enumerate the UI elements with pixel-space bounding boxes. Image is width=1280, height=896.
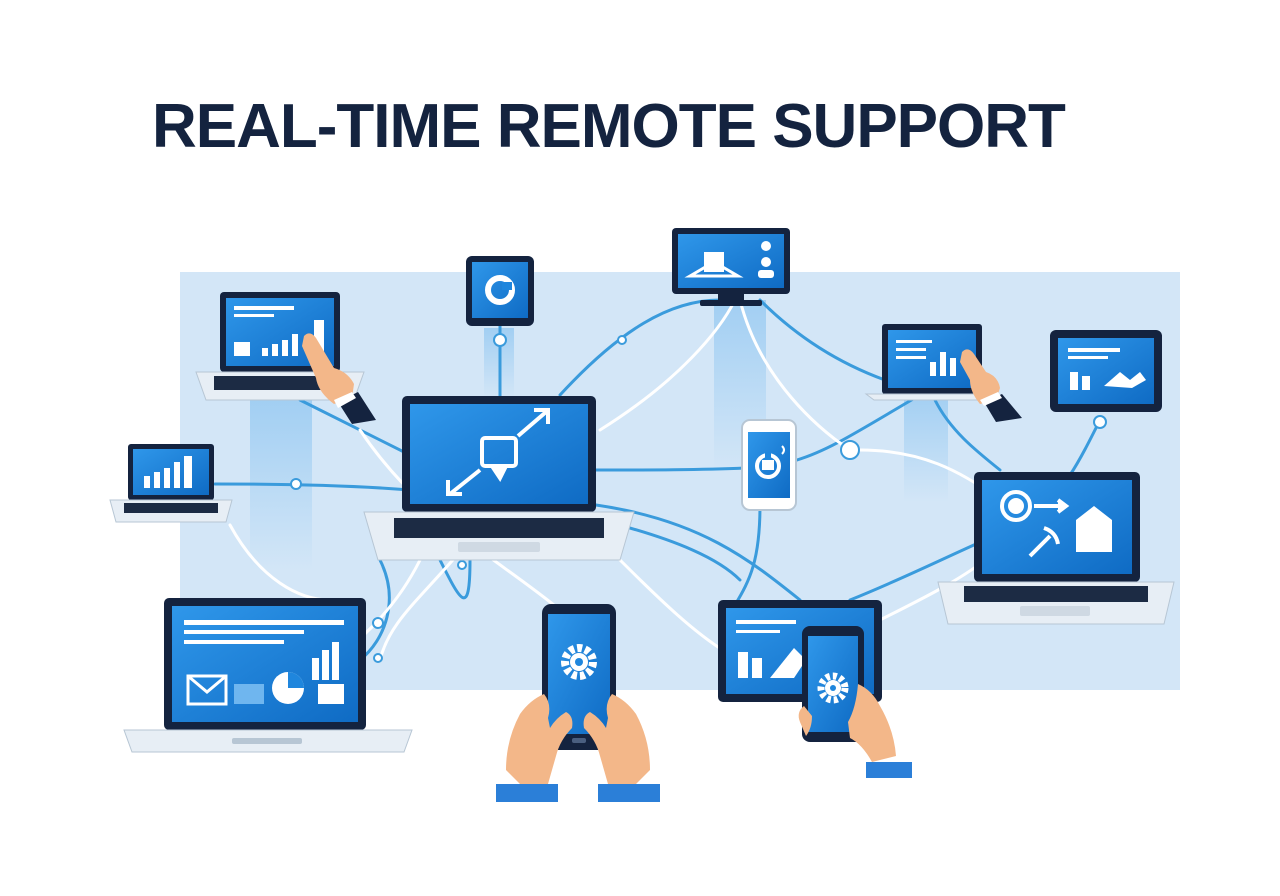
holding-hand-icon [798,684,912,778]
pointing-hand-icon [960,349,1022,422]
bar-chart-icon [234,306,324,356]
laptop-bottom-left [123,598,413,753]
remote-connect-icon [446,408,550,496]
page-title: REAL-TIME REMOTE SUPPORT [152,92,1066,161]
laptop-top-left [195,292,365,401]
holding-hands-icon [496,694,660,802]
monitor-top-center [672,228,790,306]
phone-center-right [741,419,797,511]
phone-bottom-center [542,604,616,750]
bar-chart-icon [896,340,956,376]
refresh-icon [485,275,515,305]
target-icon [1000,490,1112,558]
chart-icon [736,620,806,678]
chart-icon [1068,348,1146,390]
tablet-top-small [466,256,534,326]
phone-bottom-right [802,626,864,742]
laptop-right-main [937,472,1175,625]
tablet-right [1050,330,1162,412]
laptop-right-upper [864,324,1000,401]
dashboard-icon [684,241,774,278]
bar-chart-icon [144,456,192,488]
tablet-bottom-right [718,600,882,702]
pointing-hand-icon [302,333,376,424]
laptop-left-small [109,444,233,523]
laptop-center-main [363,396,635,561]
sync-icon [755,445,785,479]
analytics-icon [184,620,344,706]
gear-icon [817,672,849,704]
gear-icon [561,644,597,680]
